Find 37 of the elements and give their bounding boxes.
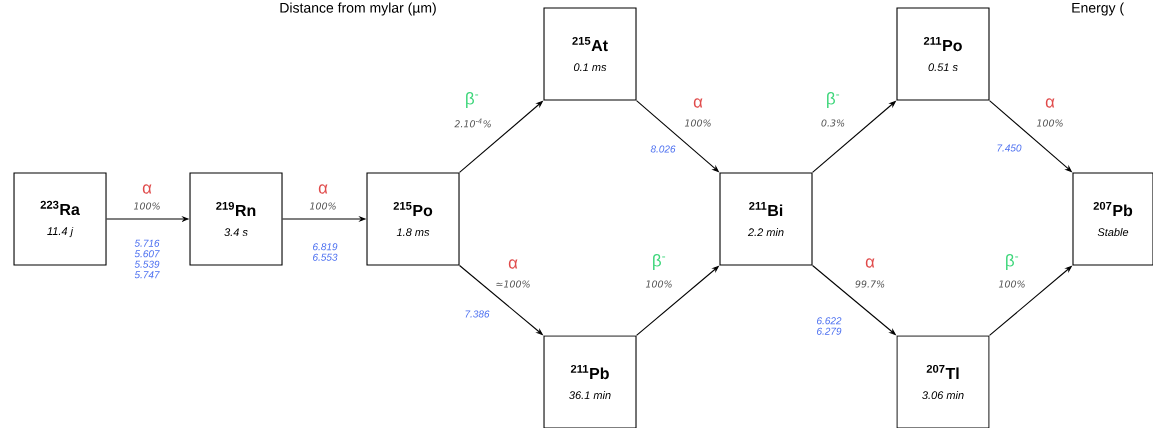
decay-label: α bbox=[508, 259, 518, 269]
decay-label: β$^{-}$ bbox=[466, 92, 479, 108]
decay-label: β$^{-}$ bbox=[1006, 254, 1019, 270]
percentage-label: 100% bbox=[1036, 119, 1063, 127]
nuclide-box: $^{211}$Pb 36.1 min bbox=[543, 335, 637, 428]
percentage-label: 2.10$^{-4}$% bbox=[454, 118, 491, 128]
nuclide-box: $^{211}$Bi 2.2 min bbox=[719, 172, 813, 266]
percentage-label: ≃100% bbox=[496, 280, 530, 288]
decay-label: α bbox=[693, 98, 703, 108]
nuclide-box: $^{215}$Po 1.8 ms bbox=[366, 172, 460, 266]
energy-label: 7.450 bbox=[997, 144, 1022, 152]
energy-label: 5.716 5.607 5.539 5.747 bbox=[134, 239, 160, 279]
energy-label: 6.819 6.553 bbox=[313, 243, 338, 261]
decay-label: β$^{-}$ bbox=[653, 254, 666, 270]
decay-label: α bbox=[318, 184, 328, 194]
decay-label: α bbox=[142, 184, 152, 194]
energy-label: 7.386 bbox=[465, 310, 490, 318]
heading-label: Energy ( bbox=[1072, 2, 1124, 16]
nuclide-box: $^{215}$At 0.1 ms bbox=[543, 7, 637, 101]
percentage-label: 100% bbox=[133, 202, 160, 210]
heading-label: Distance from mylar (µm) bbox=[280, 2, 436, 16]
percentage-label: 0.3% bbox=[821, 119, 845, 127]
percentage-label: 99.7% bbox=[855, 280, 885, 288]
nuclide-box: $^{207}$Tl 3.06 min bbox=[896, 335, 990, 428]
nuclide-box: $^{219}$Rn 3.4 s bbox=[189, 172, 283, 266]
percentage-label: 100% bbox=[684, 119, 711, 127]
decay-label: β$^{-}$ bbox=[827, 92, 840, 108]
nuclide-box: $^{211}$Po 0.51 s bbox=[896, 7, 990, 101]
nuclide-box: $^{207}$Pb Stable bbox=[1072, 172, 1153, 266]
energy-label: 6.622 6.279 bbox=[817, 317, 842, 335]
decay-label: α bbox=[865, 258, 875, 268]
percentage-label: 100% bbox=[309, 202, 336, 210]
nuclide-box: $^{223}$Ra 11.4 j bbox=[13, 172, 107, 266]
decay-label: α bbox=[1045, 98, 1055, 108]
percentage-label: 100% bbox=[998, 280, 1025, 288]
percentage-label: 100% bbox=[645, 280, 672, 288]
energy-label: 8.026 bbox=[650, 145, 676, 153]
